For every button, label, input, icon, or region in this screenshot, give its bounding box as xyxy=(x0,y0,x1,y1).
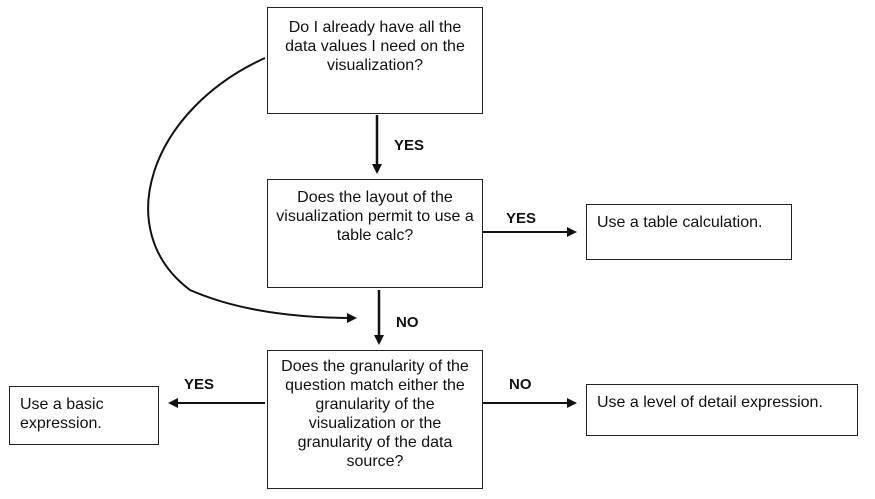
question-box-granularity: Does the granularity of the question mat… xyxy=(267,350,483,489)
result-basic-expression-text: Use a basic expression. xyxy=(20,396,104,432)
result-lod-expression-text: Use a level of detail expression. xyxy=(597,394,823,411)
question-layout-text: Does the layout of the visualization per… xyxy=(276,189,474,244)
label-yes-q2: YES xyxy=(506,210,537,227)
question-granularity-text: Does the granularity of the question mat… xyxy=(281,358,469,470)
result-table-calculation-text: Use a table calculation. xyxy=(597,214,763,231)
result-box-basic-expression: Use a basic expression. xyxy=(9,386,159,445)
label-yes-q3: YES xyxy=(184,376,215,393)
label-no-q2: NO xyxy=(396,314,419,331)
label-no-q3: NO xyxy=(509,376,532,393)
question-box-layout: Does the layout of the visualization per… xyxy=(267,179,483,288)
result-box-table-calculation: Use a table calculation. xyxy=(586,204,792,260)
curve-q1-to-q3 xyxy=(147,57,357,323)
question-data-values-text: Do I already have all the data values I … xyxy=(285,19,465,74)
result-box-lod-expression: Use a level of detail expression. xyxy=(586,384,858,436)
label-yes-q1: YES xyxy=(394,137,425,154)
question-box-data-values: Do I already have all the data values I … xyxy=(267,7,483,114)
